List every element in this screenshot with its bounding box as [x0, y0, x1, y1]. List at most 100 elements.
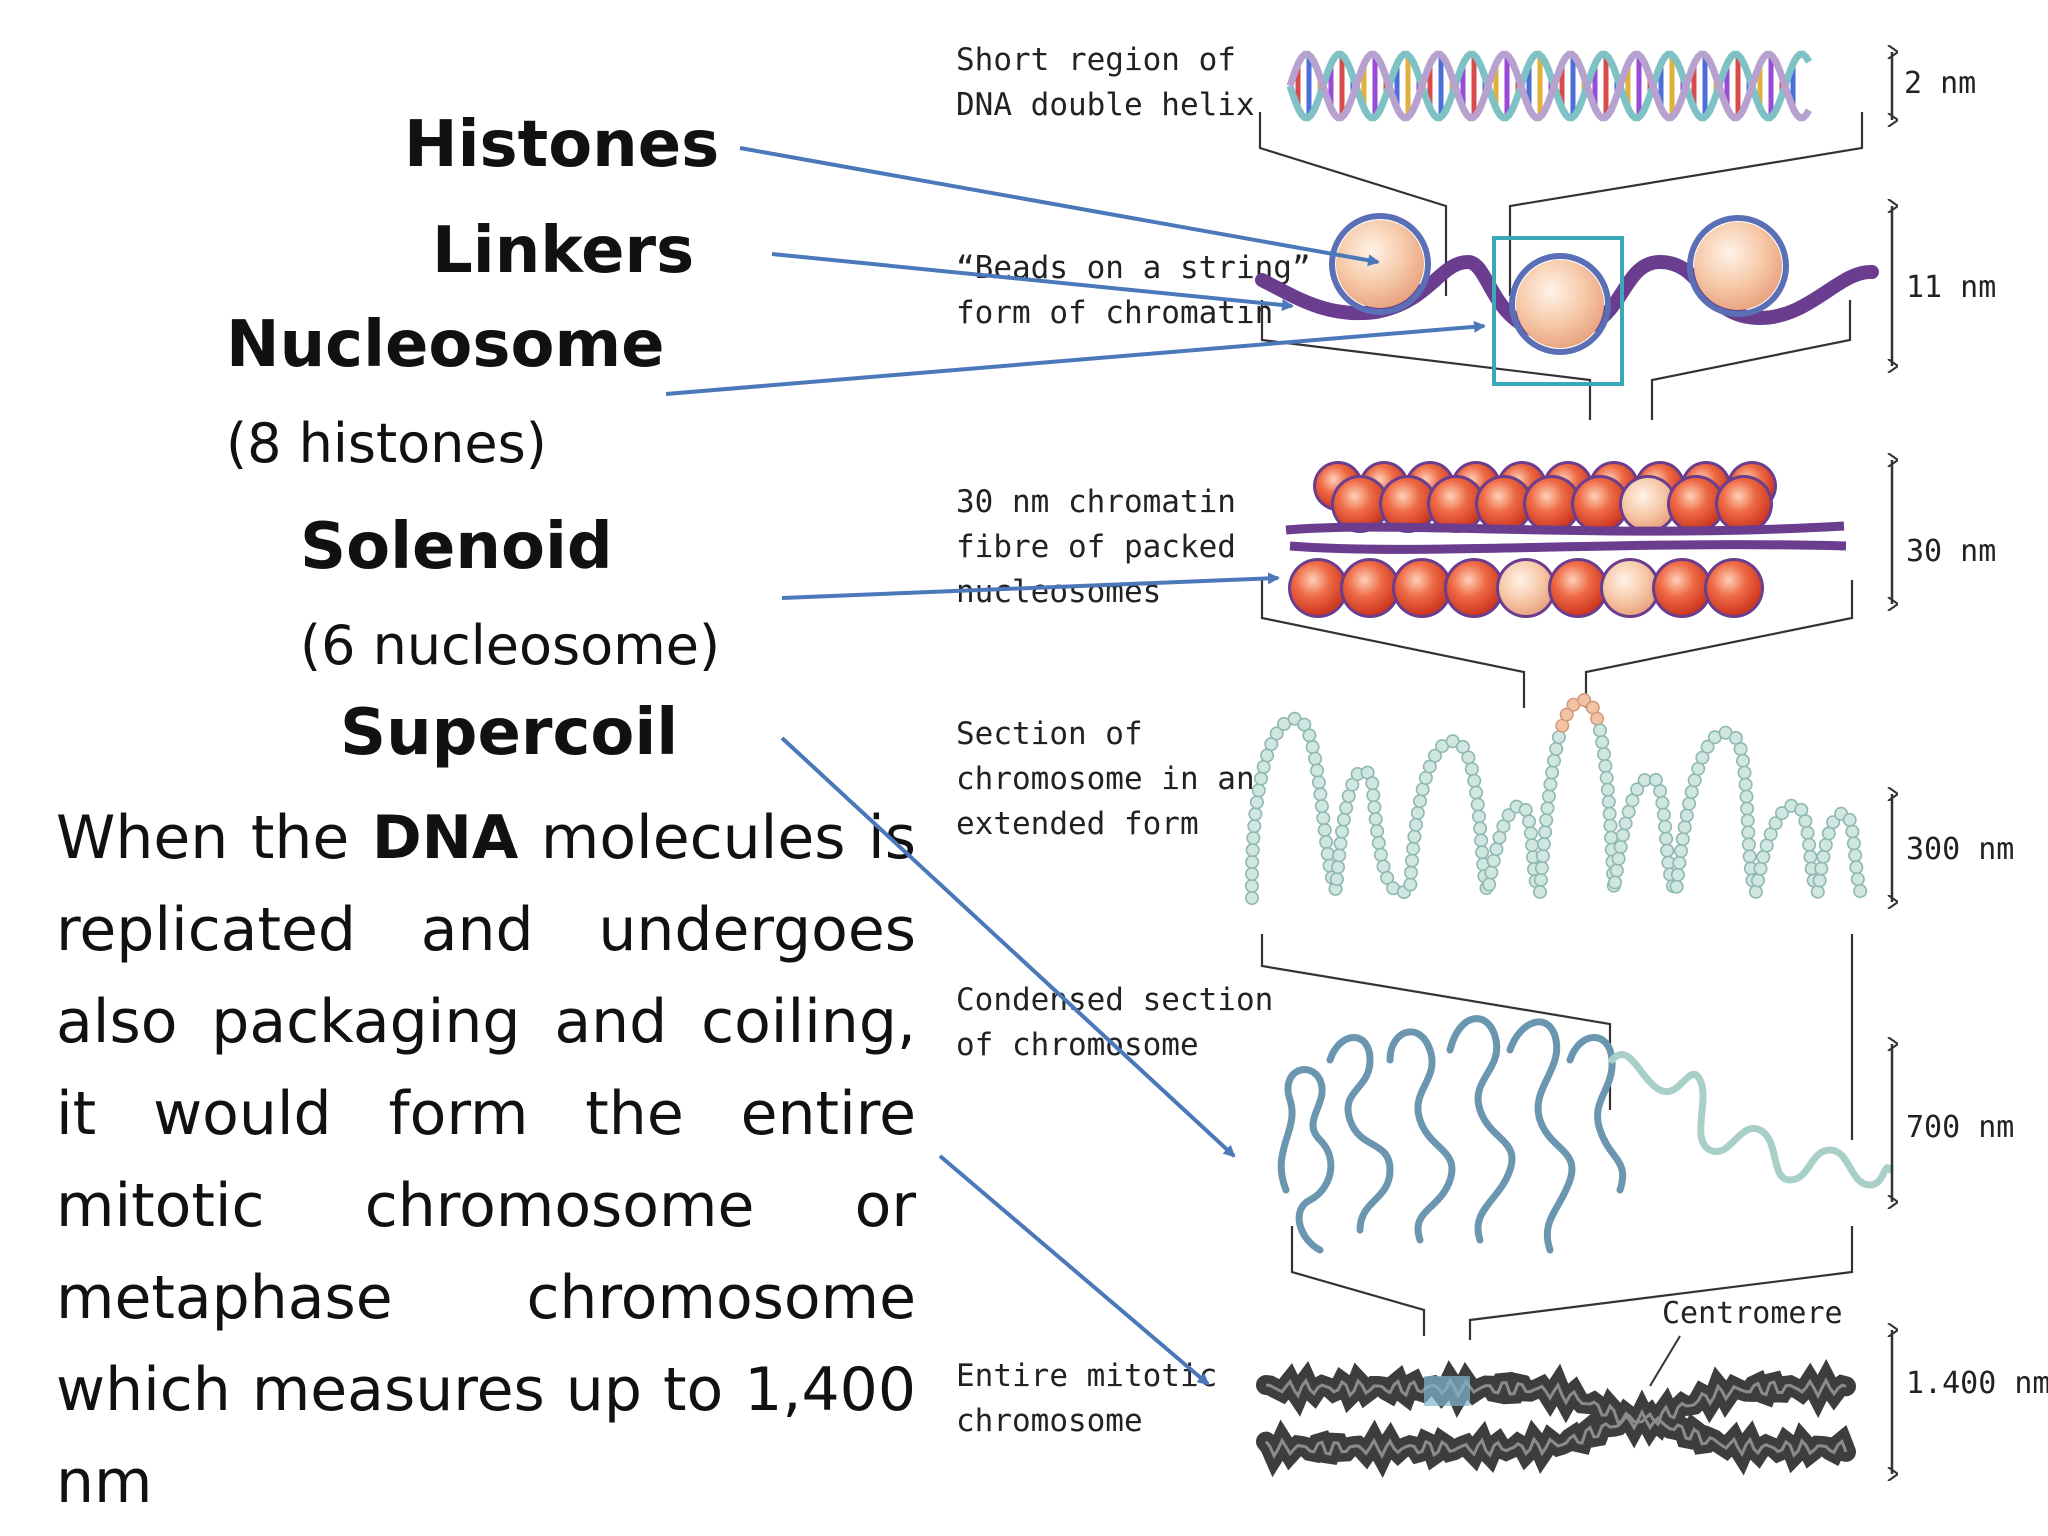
chromatin-bead	[1341, 789, 1356, 804]
chromatin-bead	[1332, 848, 1347, 863]
chromatin-bead	[1518, 802, 1533, 817]
chromatin-bead	[1310, 763, 1325, 778]
chromatin-bead	[1336, 812, 1351, 827]
chromatin-bead	[1368, 812, 1383, 827]
chromatin-bead	[1682, 796, 1697, 811]
chromatin-bead	[1422, 759, 1437, 774]
size-label-1400nm: 1.400 nm	[1906, 1366, 2048, 1401]
mitotic-chromosome-icon	[1256, 1335, 1856, 1479]
chromatin-bead	[1314, 799, 1329, 814]
caption-dna-helix: Short region of DNA double helix	[956, 42, 1255, 123]
chromatin-bead	[1319, 834, 1334, 849]
chromatin-bead	[1254, 771, 1269, 786]
chromatin-bead	[1800, 825, 1815, 840]
chromatin-bead	[1740, 801, 1755, 816]
chromatin-bead	[1845, 824, 1860, 839]
chromatin-bead	[1486, 853, 1501, 868]
chromatin-bead	[1376, 859, 1391, 874]
chromatin-bead	[1316, 811, 1331, 826]
linkers-label: Linkers	[432, 214, 695, 288]
chromatin-bead	[1802, 837, 1817, 852]
chromatin-bead	[1655, 795, 1670, 810]
chromatin-bead	[1455, 739, 1470, 754]
chromatin-bead	[1818, 837, 1833, 852]
fibre-nucleosome	[1478, 478, 1530, 530]
chromatin-bead	[1482, 877, 1497, 892]
extended-chromosome-loops-icon	[1244, 692, 1868, 905]
chromatin-bead	[1601, 794, 1616, 809]
chromatin-bead	[1472, 809, 1487, 824]
chromatin-bead	[1846, 836, 1861, 851]
fibre-nucleosome	[1343, 561, 1397, 615]
chromatin-bead	[1613, 839, 1628, 854]
fibre-nucleosome	[1670, 478, 1722, 530]
chromatin-bead	[1534, 860, 1549, 875]
fibre-nucleosome	[1603, 561, 1657, 615]
chromatin-bead	[1674, 843, 1689, 858]
chromatin-bead	[1244, 878, 1259, 893]
helix-strand-a	[1286, 50, 1812, 122]
chromatin-bead	[1533, 872, 1548, 887]
chromatin-bead	[1675, 832, 1690, 847]
chromatin-bead	[1577, 692, 1592, 707]
chromatin-bead	[1669, 879, 1684, 894]
chromatin-bead	[1736, 753, 1751, 768]
chromatin-bead	[1660, 843, 1675, 858]
chromatin-bead	[1256, 759, 1271, 774]
paragraph-text-2: molecules is replicated and undergoes al…	[56, 803, 916, 1517]
fibre-nucleosome	[1655, 561, 1709, 615]
chromatin-bead	[1269, 726, 1284, 741]
chromatin-bead	[1339, 800, 1354, 815]
supercoil-label: Supercoil	[340, 696, 679, 770]
chromatin-bead	[1406, 841, 1421, 856]
chromatin-bead	[1523, 826, 1538, 841]
chromatin-bead	[1484, 865, 1499, 880]
chromatin-bead	[1609, 863, 1624, 878]
fibre-dna-strand	[1289, 540, 1847, 554]
chromatin-bead	[1367, 800, 1382, 815]
chromatin-fibre-30nm-icon	[1285, 461, 1847, 618]
solenoid-note: (6 nucleosome)	[300, 614, 721, 677]
arrow-histones	[739, 146, 1380, 267]
chromatin-bead	[1684, 784, 1699, 799]
chromatin-bead	[1740, 813, 1755, 828]
caption-30nm-fibre: 30 nm chromatin fibre of packed nucleoso…	[956, 484, 1236, 610]
beads-on-string-icon	[1255, 213, 1879, 386]
chromatin-bead	[1812, 873, 1827, 888]
chromatin-bead	[1816, 849, 1831, 864]
chromatin-bead	[1598, 758, 1613, 773]
fibre-nucleosome	[1622, 478, 1674, 530]
fibre-nucleosome	[1499, 561, 1553, 615]
chromatin-bead	[1798, 814, 1813, 829]
chromatin-bead	[1679, 808, 1694, 823]
chromatin-bead	[1539, 813, 1554, 828]
chromatin-bead	[1608, 875, 1623, 890]
caption-beads-on-string: “Beads on a string” form of chromatin	[956, 250, 1311, 331]
chromatin-bead	[1842, 812, 1857, 827]
pointer-arrows	[665, 146, 1486, 1386]
arrow-solenoid	[781, 572, 1280, 600]
chromatin-bead	[1540, 801, 1555, 816]
chromatin-bead	[1329, 872, 1344, 887]
chromatin-bead	[1677, 820, 1692, 835]
chromatin-bead	[1249, 795, 1264, 810]
caption-mitotic-chromosome: Entire mitotic chromosome	[956, 1358, 1218, 1439]
chromatin-bead	[1373, 847, 1388, 862]
chromatin-bead	[1595, 735, 1610, 750]
chromatin-bead	[1737, 765, 1752, 780]
chromatin-bead	[1543, 777, 1558, 792]
chromatin-bead	[1621, 804, 1636, 819]
chromatin-bead	[1405, 853, 1420, 868]
chromatin-bead	[1247, 819, 1262, 834]
chromatin-bead	[1464, 762, 1479, 777]
chromatin-bead	[1742, 849, 1757, 864]
histones-label: Histones	[404, 108, 720, 182]
chromatin-bead	[1826, 815, 1841, 830]
chromatin-bead	[1653, 784, 1668, 799]
chromatin-bead	[1814, 861, 1829, 876]
chromatin-bead	[1305, 739, 1320, 754]
arrow-supercoil	[780, 736, 1236, 1158]
chromatin-bead	[1853, 883, 1868, 898]
size-label-300nm: 300 nm	[1906, 832, 2015, 867]
